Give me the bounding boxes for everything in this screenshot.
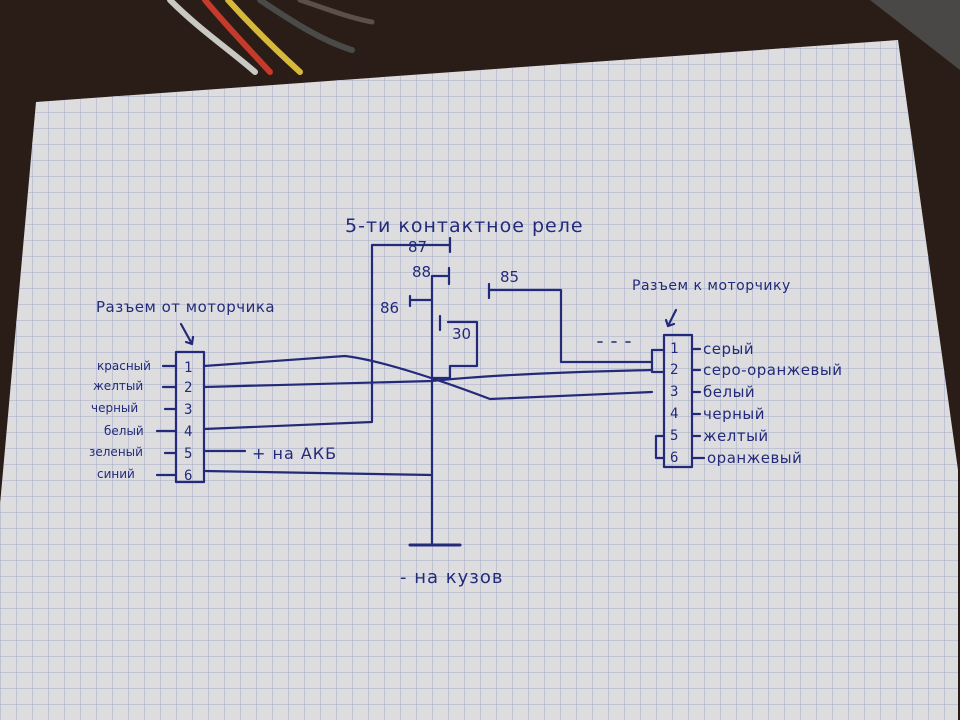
right-pin-6-number: 6	[670, 450, 678, 466]
right-pin-5-number: 5	[670, 428, 678, 444]
left-connector-title: Разъем от моторчика	[96, 298, 275, 316]
left-pin-6-color: синий	[97, 467, 135, 481]
relay-pin-85-label: 85	[500, 268, 519, 286]
left-pin-1-color: красный	[97, 359, 151, 373]
right-pin-1-color: серый	[703, 340, 754, 358]
left-pin-4-number: 4	[184, 424, 192, 440]
right-pin-4-color: черный	[703, 405, 765, 423]
battery-label: + на АКБ	[252, 444, 337, 463]
right-pin-4-number: 4	[670, 406, 678, 422]
right-connector-title: Разъем к моторчику	[632, 278, 791, 294]
relay-pin-88-label: 88	[412, 263, 431, 281]
right-pin-1-number: 1	[670, 341, 678, 357]
circuit-diagram: 5-ти контактное реле 87 88 86 85 30 - на…	[89, 215, 842, 588]
right-pin-3-number: 3	[670, 384, 678, 400]
ground-label: - на кузов	[400, 567, 503, 588]
right-pin-2-color: серо-оранжевый	[703, 361, 842, 379]
left-pin-2-number: 2	[184, 380, 192, 396]
relay-pin-86-label: 86	[380, 299, 399, 317]
dark-object	[870, 0, 960, 70]
relay-pin-30-label: 30	[452, 325, 471, 343]
left-pin-5-number: 5	[184, 446, 192, 462]
left-pin-5-color: зеленый	[89, 445, 143, 459]
wires-decoration	[167, 0, 375, 75]
left-pin-1-number: 1	[184, 360, 192, 376]
left-pin-6-number: 6	[184, 468, 192, 484]
relay-pin-87-label: 87	[408, 238, 427, 256]
right-pin-6-color: оранжевый	[707, 449, 802, 467]
left-pin-3-color: черный	[91, 401, 138, 415]
right-pin-5-color: желтый	[703, 427, 769, 445]
right-pin-2-number: 2	[670, 362, 678, 378]
right-pin-3-color: белый	[703, 383, 755, 401]
left-pin-2-color: желтый	[93, 379, 143, 393]
relay-title: 5-ти контактное реле	[345, 215, 584, 237]
left-pin-4-color: белый	[104, 424, 144, 438]
left-pin-3-number: 3	[184, 402, 192, 418]
